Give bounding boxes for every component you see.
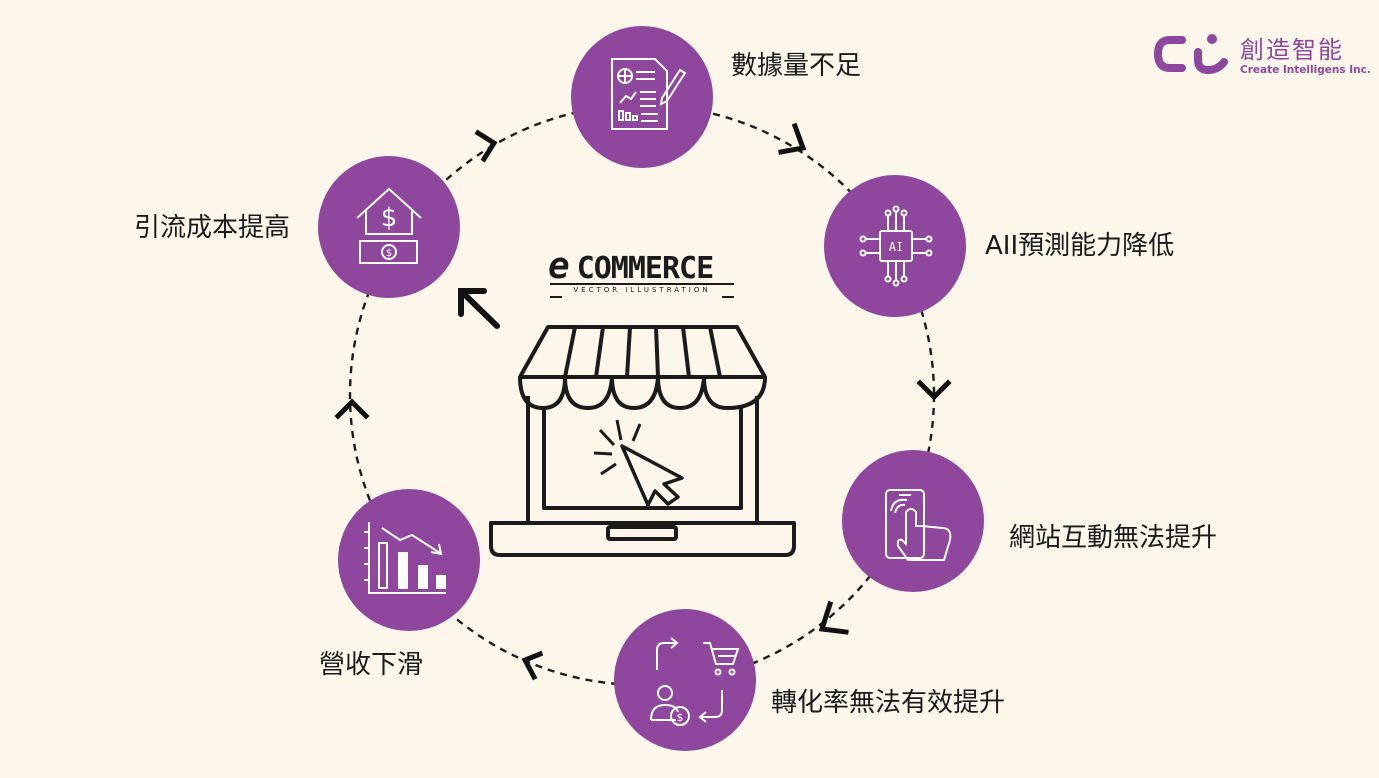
house-dollar-glyph: $ bbox=[381, 203, 398, 233]
logo-english-name: Create Intelligens Inc. bbox=[1240, 64, 1371, 76]
node-data-shortage bbox=[571, 26, 713, 168]
declining-bar-chart-icon bbox=[364, 522, 446, 594]
company-logo: 創造智能 Create Intelligens Inc. bbox=[1152, 30, 1371, 78]
node-conversion-rate bbox=[614, 609, 756, 751]
label-acquisition-cost: 引流成本提高 bbox=[134, 213, 291, 243]
node-website-interaction bbox=[842, 450, 984, 592]
subtitle-rule-right bbox=[722, 296, 734, 298]
arrowhead-bottom-right bbox=[818, 600, 849, 635]
ecommerce-title-prefix: e bbox=[548, 246, 570, 287]
phone-tap-icon bbox=[885, 489, 952, 561]
ecommerce-title-text: COMMERCE bbox=[576, 251, 714, 286]
cycle-nodes bbox=[318, 26, 984, 751]
logo-mark-icon bbox=[1153, 34, 1228, 75]
document-chart-icon bbox=[611, 58, 687, 130]
ecommerce-subtitle: VECTOR ILLUSTRATION bbox=[573, 286, 711, 294]
cart-dollar-glyph: $ bbox=[677, 711, 684, 724]
label-conversion-rate: 轉化率無法有效提升 bbox=[771, 688, 1006, 718]
arrowhead-right bbox=[916, 379, 952, 401]
banknote-dollar-glyph: $ bbox=[386, 248, 392, 259]
ai-chip-icon bbox=[859, 205, 933, 287]
logo-chinese-name: 創造智能 bbox=[1240, 36, 1344, 64]
label-ai-prediction: AII預測能力降低 bbox=[985, 231, 1175, 261]
node-ai-prediction bbox=[824, 175, 966, 317]
label-website-interaction: 網站互動無法提升 bbox=[1009, 523, 1218, 553]
house-dollar-icon bbox=[356, 187, 422, 264]
node-revenue-decline bbox=[338, 489, 480, 631]
cycle-arrowheads bbox=[334, 122, 952, 681]
ai-chip-text: AI bbox=[889, 240, 903, 254]
arrowhead-top-right bbox=[778, 122, 807, 155]
title-rule-top bbox=[550, 283, 734, 285]
cart-conversion-icon bbox=[650, 637, 740, 726]
storefront-laptop-illustration bbox=[489, 325, 796, 557]
arrowhead-left bbox=[334, 398, 370, 420]
arrowhead-top-left bbox=[474, 129, 498, 163]
subtitle-rule-left bbox=[550, 296, 562, 298]
arrowhead-bottom bbox=[521, 650, 544, 681]
label-data-shortage: 數據量不足 bbox=[731, 51, 862, 81]
diagonal-arrow-icon bbox=[458, 288, 500, 329]
label-revenue-decline: 營收下滑 bbox=[319, 650, 424, 680]
node-acquisition-cost bbox=[318, 156, 460, 298]
